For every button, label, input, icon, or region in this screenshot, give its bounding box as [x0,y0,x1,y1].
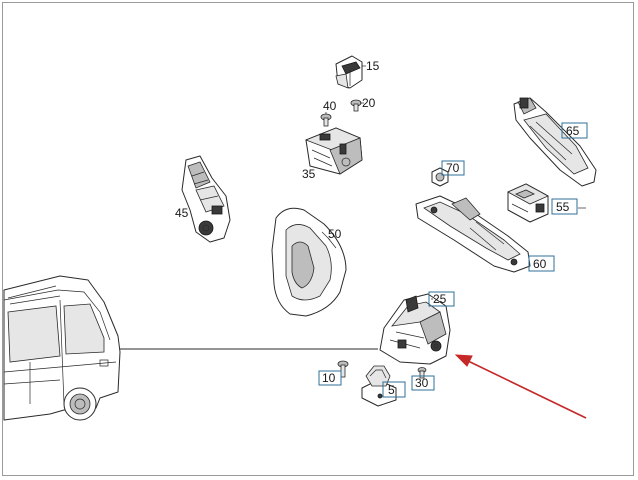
part-label-45: 45 [175,206,189,220]
highlight-arrow [454,354,587,419]
part-40-screw [320,113,332,127]
part-label-35: 35 [302,167,316,181]
part-20-screw [350,99,362,112]
part-15-illustration [335,55,363,89]
part-label-15: 15 [366,59,380,73]
part-10-screw [337,360,349,378]
part-label-5: 5 [388,383,395,397]
part-70-nut [431,167,449,187]
part-30-screw [417,367,427,379]
callout-box-25 [428,291,455,307]
leader-ticks [325,65,586,300]
callout-box-60 [528,255,555,272]
part-50-illustration [271,207,347,317]
callout-box-30 [411,375,435,391]
part-label-65: 65 [566,124,580,138]
part-5-illustration [361,365,397,407]
part-label-50: 50 [328,227,342,241]
callout-box-55 [551,198,578,215]
part-label-40: 40 [323,99,337,113]
part-label-25: 25 [433,292,447,306]
part-45-illustration [181,155,231,243]
part-25-illustration [379,293,451,365]
van-illustration [3,275,121,421]
diagram-frame [2,2,634,476]
part-label-10: 10 [322,371,336,385]
part-55-illustration [507,183,549,223]
callout-box-10 [318,370,342,386]
part-label-30: 30 [415,376,429,390]
part-60-illustration [415,195,531,273]
callout-box-65 [561,122,588,139]
part-label-20: 20 [362,96,376,110]
part-label-55: 55 [556,200,570,214]
part-35-illustration [304,127,363,175]
part-65-illustration [513,97,597,187]
part-label-70: 70 [446,161,460,175]
part-label-60: 60 [533,257,547,271]
callout-box-5 [382,381,406,398]
callout-box-70 [441,160,465,176]
